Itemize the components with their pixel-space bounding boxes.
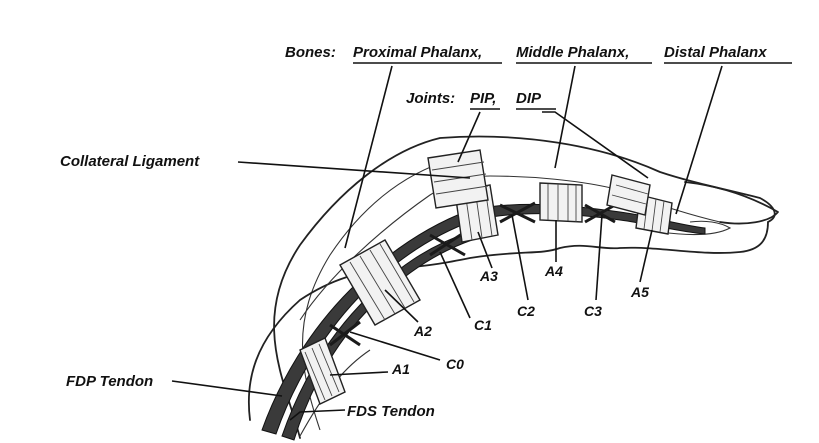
pip-label: PIP, <box>470 90 496 107</box>
a3-leader <box>477 231 493 269</box>
bones-prefix-label: Bones: <box>285 44 336 61</box>
c0-label: C0 <box>446 356 464 372</box>
fds-tendon-leader <box>289 409 346 421</box>
a2-label: A2 <box>413 323 432 339</box>
collateral-ligament-band <box>427 149 489 209</box>
dip-label: DIP <box>516 90 542 107</box>
middle-phalanx-bone <box>489 175 621 191</box>
cruciate-fibers <box>329 201 616 347</box>
c2-leader <box>511 214 529 301</box>
a1-label: A1 <box>391 361 410 377</box>
a5-label: A5 <box>630 284 649 300</box>
dip-band <box>606 174 651 216</box>
c2-label: C2 <box>517 303 535 319</box>
pulley-labels: A1 C0 A2 C1 A3 C2 A4 C3 A5 <box>391 263 649 377</box>
fds-tendon-label: FDS Tendon <box>347 403 435 420</box>
pip-leader <box>457 111 481 163</box>
proximal-phalanx-leader <box>344 65 393 249</box>
distal-phalanx-label: Distal Phalanx <box>664 44 767 61</box>
leader-lines <box>171 65 723 421</box>
distal-phalanx-leader <box>675 65 723 215</box>
c3-label: C3 <box>584 303 602 319</box>
pulley-a1 <box>299 337 346 405</box>
a5-leader <box>639 229 653 283</box>
collateral-ligament-label: Collateral Ligament <box>60 153 200 170</box>
a2-leader <box>384 289 419 323</box>
a4-label: A4 <box>544 263 563 279</box>
proximal-phalanx-label: Proximal Phalanx, <box>353 44 482 61</box>
collateral-ligament-leader <box>237 161 471 179</box>
c1-leader <box>439 251 471 319</box>
dip-leader <box>542 111 649 179</box>
c0-leader <box>349 331 441 361</box>
c1-label: C1 <box>474 317 492 333</box>
fdp-tendon-leader <box>171 380 283 397</box>
joints-label-group: Joints: PIP, DIP <box>406 90 556 110</box>
c3-leader <box>595 214 603 301</box>
joints-prefix-label: Joints: <box>406 90 455 107</box>
pulley-a4 <box>539 182 583 223</box>
fdp-tendon-label: FDP Tendon <box>66 373 153 390</box>
middle-phalanx-label: Middle Phalanx, <box>516 44 629 61</box>
middle-phalanx-leader <box>554 65 576 169</box>
a3-label: A3 <box>479 268 498 284</box>
bones-label-group: Bones: Proximal Phalanx, Middle Phalanx,… <box>285 44 792 64</box>
a1-leader <box>329 371 389 376</box>
